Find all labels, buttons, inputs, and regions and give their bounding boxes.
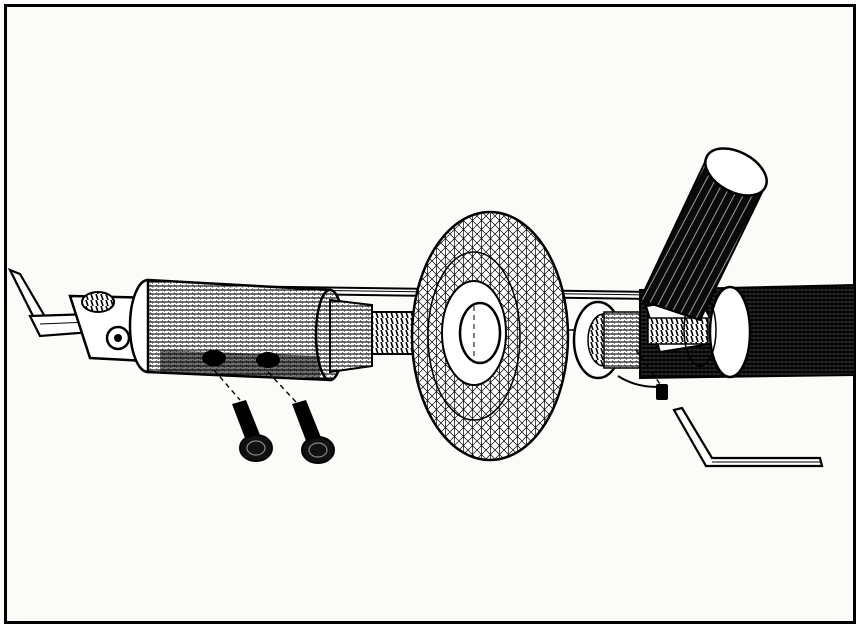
set-screw <box>617 349 669 400</box>
knurled-body <box>128 278 373 382</box>
bearing <box>572 300 643 380</box>
mounting-screw-left <box>213 369 273 462</box>
hex-key <box>672 406 824 468</box>
handle-tube <box>639 283 856 380</box>
angled-handle <box>638 147 768 322</box>
knurled-wheel <box>410 210 570 462</box>
mounting-screws <box>213 369 335 464</box>
mounting-screw-right <box>267 371 335 464</box>
